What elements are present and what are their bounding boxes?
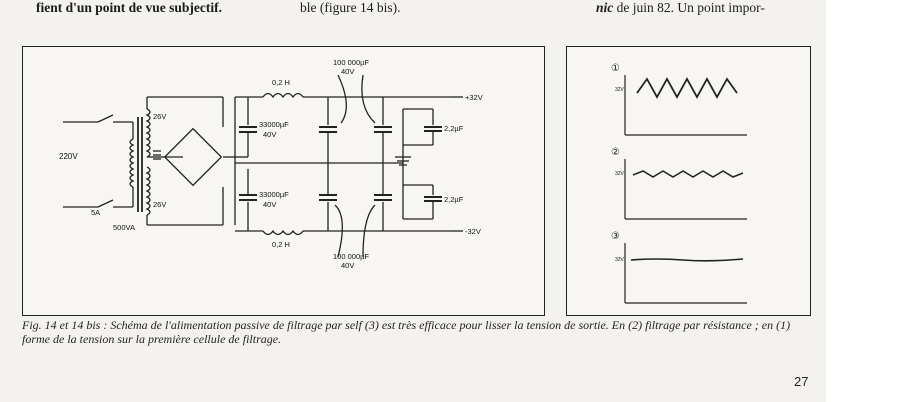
label-sec-top: 26V (153, 112, 166, 121)
label-out-neg: -32V (465, 227, 481, 236)
choke-top (262, 92, 304, 99)
figure-caption: Fig. 14 et 14 bis : Schéma de l'alimenta… (22, 318, 791, 346)
label-cap-main-top: 33000µF (259, 120, 289, 129)
label-cap-filter-top-v: 40V (341, 67, 354, 76)
label-cap-small-top: 2,2µF (444, 124, 464, 133)
label-cap-small-bottom: 2,2µF (444, 195, 464, 204)
label-cap-filter-top: 100 000µF (333, 58, 369, 67)
label-cap-filter-bottom-v: 40V (341, 261, 354, 270)
wave1-level: 32V (615, 87, 625, 93)
label-mains: 220V (59, 152, 78, 161)
page: fient d'un point de vue subjectif. ble (… (0, 0, 826, 402)
text-fragment-col3: nic de juin 82. Un point impor- (596, 0, 765, 16)
waveform-panel: ① ② ③ 32V 32V 32V (566, 46, 811, 316)
schematic-panel: 220V 5A 500VA 26V 26V 0,2 H 0,2 H 33000µ… (22, 46, 545, 316)
power-supply-schematic: 220V 5A 500VA 26V 26V 0,2 H 0,2 H 33000µ… (59, 58, 483, 270)
text-fragment-col3-rest: de juin 82. Un point impor- (613, 0, 765, 15)
label-choke-top: 0,2 H (272, 78, 290, 87)
transformer-secondary-bottom (145, 166, 151, 216)
transformer-primary (129, 138, 135, 188)
label-cap-main-bottom: 33000µF (259, 190, 289, 199)
label-fuse: 5A (91, 208, 100, 217)
wave3-marker: ③ (611, 231, 620, 242)
text-fragment-col3-italic: nic (596, 0, 614, 15)
label-choke-bottom: 0,2 H (272, 240, 290, 249)
label-transformer: 500VA (113, 223, 135, 232)
transformer-secondary-top (145, 108, 151, 158)
wave3-level: 32V (615, 257, 625, 263)
label-sec-bottom: 26V (153, 200, 166, 209)
wave2-level: 32V (615, 171, 625, 177)
choke-bottom (262, 229, 304, 236)
text-fragment-col2: ble (figure 14 bis). (300, 0, 400, 16)
label-out-pos: +32V (465, 93, 483, 102)
mains-switch (97, 114, 114, 123)
label-cap-main-top-v: 40V (263, 130, 276, 139)
label-cap-filter-bottom: 100 000µF (333, 252, 369, 261)
waveform-diagrams: ① ② ③ 32V 32V 32V (611, 63, 747, 304)
page-number: 27 (794, 374, 809, 389)
wave1-trace (636, 77, 738, 99)
label-cap-main-bottom-v: 40V (263, 200, 276, 209)
text-fragment-col1: fient d'un point de vue subjectif. (36, 0, 223, 15)
wave3-trace (630, 258, 744, 262)
text-fragment-col2-text: ble (figure 14 bis). (300, 0, 401, 15)
wave2-trace (632, 170, 744, 178)
wave1-marker: ① (611, 63, 620, 74)
arrow-filter-bottom-1 (334, 204, 343, 258)
wave2-marker: ② (611, 147, 620, 158)
arrow-filter-top-1 (337, 74, 347, 124)
bridge-rectifier (163, 127, 223, 187)
